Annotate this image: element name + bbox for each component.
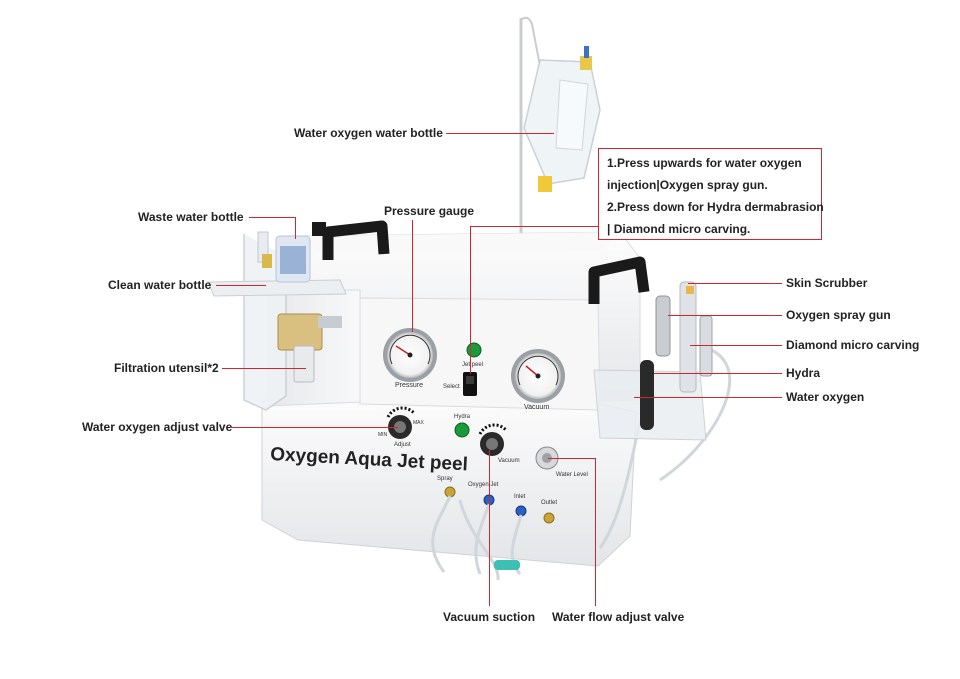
leader-line (249, 217, 295, 218)
note-line-2: injection|Oxygen spray gun. (607, 178, 768, 192)
handpiece-holder (593, 281, 713, 441)
leader-line (470, 226, 471, 374)
leader-line (216, 285, 266, 286)
adjust-caption: Adjust (394, 442, 411, 448)
leader-line (489, 450, 490, 606)
leader-line (654, 373, 782, 374)
leader-line (222, 368, 306, 369)
callout-pressure-gauge: Pressure gauge (384, 204, 475, 218)
note-line-4: | Diamond micro carving. (607, 222, 751, 236)
vacuum-knob-caption: Vacuum (498, 458, 520, 464)
callout-hydra: Hydra (786, 366, 821, 380)
leader-line (634, 397, 782, 398)
leader-line (595, 458, 596, 606)
port-label-oxygen-jet: Oxygen Jet (468, 482, 499, 488)
bottle-rack (207, 231, 347, 411)
tube-connector (494, 560, 520, 570)
select-caption: Select (443, 384, 460, 390)
filtration-utensil (277, 313, 342, 383)
leader-line (470, 226, 598, 227)
callout-diamond-micro-carving: Diamond micro carving (786, 338, 920, 352)
callout-waste-water-bottle: Waste water bottle (138, 210, 244, 224)
vacuum-gauge (511, 349, 565, 403)
leader-line (668, 315, 782, 316)
callout-skin-scrubber: Skin Scrubber (786, 276, 868, 290)
callout-oxygen-spray-gun: Oxygen spray gun (786, 308, 891, 322)
port-label-spray: Spray (437, 476, 453, 482)
leader-line (690, 345, 782, 346)
min-caption: MIN (378, 432, 388, 438)
knob-vacuum (478, 423, 508, 456)
knob-adjust (386, 406, 416, 439)
port-label-inlet: Inlet (514, 494, 526, 500)
water-oxygen-bottle (519, 16, 601, 258)
pressure-gauge-caption: Pressure (395, 382, 423, 389)
water-level-caption: Water Level (556, 472, 588, 478)
leader-line (295, 217, 296, 239)
callout-filtration-utensil: Filtration utensil*2 (114, 361, 219, 375)
carry-handles (312, 220, 650, 304)
select-switch (463, 372, 477, 396)
vacuum-gauge-caption: Vacuum (524, 404, 549, 411)
leader-line (412, 220, 413, 332)
callout-vacuum-suction: Vacuum suction (443, 610, 536, 624)
leader-line (446, 133, 554, 134)
leader-line (230, 427, 398, 428)
pressure-gauge (383, 328, 437, 382)
jet-peel-caption: Jet peel (462, 362, 483, 368)
note-line-1: 1.Press upwards for water oxygen (607, 156, 802, 170)
callout-water-oxygen-water-bottle: Water oxygen water bottle (294, 126, 443, 140)
max-caption: MAX (413, 420, 425, 426)
callout-water-flow-adjust-valve: Water flow adjust valve (552, 610, 685, 624)
leader-line (548, 458, 595, 459)
callout-water-oxygen-adjust-valve: Water oxygen adjust valve (82, 420, 233, 434)
instruction-note: 1.Press upwards for water oxygen injecti… (598, 148, 824, 240)
callout-clean-water-bottle: Clean water bottle (108, 278, 212, 292)
hydra-caption: Hydra (454, 414, 471, 420)
port-label-outlet: Outlet (541, 500, 557, 506)
note-line-3: 2.Press down for Hydra dermabrasion (607, 200, 824, 214)
callout-water-oxygen: Water oxygen (786, 390, 865, 404)
leader-line (688, 283, 782, 284)
